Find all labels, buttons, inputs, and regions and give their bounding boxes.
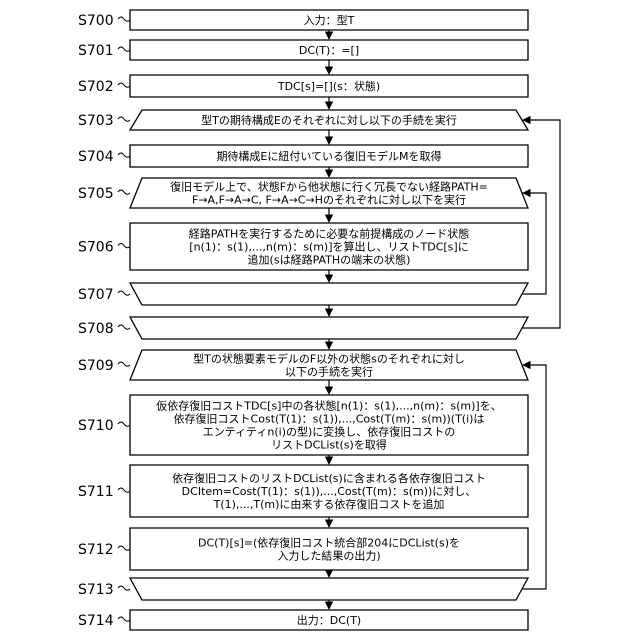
- step-id-label: S711: [78, 484, 114, 500]
- step-text-line: DC(T)[s]=(依存復旧コスト統合部204にDCList(s)を: [198, 536, 460, 550]
- step-s707: S707: [78, 283, 528, 305]
- step-text-line: T(1),...,T(m)に由来する依存復旧コストを追加: [213, 497, 445, 511]
- step-id-label: S704: [78, 149, 114, 165]
- step-text-line: リストDCList(s)を取得: [271, 439, 387, 452]
- step-s706: S706 経路PATHを実行するために必要な前提構成のノード状態[n(1)：s(1…: [78, 223, 528, 270]
- label-leader-line: [118, 47, 130, 51]
- label-leader-line: [118, 244, 130, 248]
- step-id-label: S710: [78, 418, 114, 434]
- step-text-line: エンティティn(i)の型)に変換し、依存復旧コストの: [203, 425, 456, 439]
- step-id-label: S700: [78, 13, 114, 29]
- step-s700: S700 入力：型T: [78, 10, 528, 30]
- step-s702: S702 TDC[s]=[](s：状態): [78, 75, 528, 97]
- step-id-label: S703: [78, 113, 114, 129]
- step-id-label: S714: [78, 613, 114, 629]
- label-leader-line: [118, 617, 130, 621]
- step-text-line: 仮依存復旧コストTDC[s]中の各状態[n(1)：s(1),...,n(m)：s…: [156, 399, 501, 413]
- label-leader-line: [118, 17, 130, 21]
- step-id-label: S702: [78, 79, 114, 95]
- step-text-line: [n(1)：s(1),...,n(m)：s(m)]を算出し、リストTDC[s]に: [189, 240, 468, 254]
- step-text-line: 依存復旧コストCost(T(1)：s(1)),...,Cost(T(m)：s(m…: [174, 412, 485, 426]
- step-box-loop-end: [130, 578, 528, 600]
- label-leader-line: [118, 153, 130, 157]
- step-text-line: 復旧モデル上で、状態Fから他状態に行く冗長でない経路PATH=: [170, 180, 488, 194]
- step-text-line: DCItem=Cost(T(1)：s(1)),...,Cost(T(m)：s(m…: [182, 484, 477, 498]
- step-text-line: TDC[s]=[](s：状態): [277, 79, 380, 93]
- step-s709: S709 型Tの状態要素モデルのF以外の状態sのそれぞれに対し以下の手続を実行: [78, 350, 528, 380]
- step-id-label: S713: [78, 582, 114, 598]
- label-leader-line: [118, 422, 130, 426]
- step-id-label: S708: [78, 321, 114, 337]
- step-s712: S712 DC(T)[s]=(依存復旧コスト統合部204にDCList(s)を入力…: [78, 528, 528, 570]
- step-id-label: S705: [78, 186, 114, 202]
- step-id-label: S712: [78, 542, 114, 558]
- step-text-line: 入力した結果の出力): [277, 549, 380, 563]
- step-text-line: 入力：型T: [304, 13, 355, 27]
- label-leader-line: [118, 291, 130, 295]
- label-leader-line: [118, 190, 130, 194]
- step-text-line: 以下の手続を実行: [285, 365, 373, 379]
- step-text-line: F→A,F→A→C, F→A→C→Hのそれぞれに対し以下を実行: [192, 193, 466, 207]
- step-s708: S708: [78, 317, 528, 339]
- step-layer: S700 入力：型T S701 DC(T)：=[] S702 TDC[s]=[](s：状態…: [78, 10, 528, 630]
- step-s714: S714 出力：DC(T): [78, 610, 528, 630]
- label-leader-line: [118, 488, 130, 492]
- step-id-label: S701: [78, 43, 114, 59]
- step-text-line: 期待構成Eに紐付いている復旧モデルMを取得: [216, 149, 441, 163]
- step-s703: S703 型Tの期待構成Eのそれぞれに対し以下の手続を実行: [78, 110, 528, 130]
- label-leader-line: [118, 362, 130, 366]
- label-leader-line: [118, 586, 130, 590]
- label-leader-line: [118, 117, 130, 121]
- step-text-line: 型Tの状態要素モデルのF以外の状態sのそれぞれに対し: [193, 352, 465, 366]
- step-s701: S701 DC(T)：=[]: [78, 40, 528, 60]
- step-text-line: DC(T)：=[]: [299, 44, 359, 57]
- step-text-line: 依存復旧コストのリストDCList(s)に含まれる各依存復旧コスト: [172, 471, 486, 485]
- step-text-line: 型Tの期待構成Eのそれぞれに対し以下の手続を実行: [201, 113, 457, 127]
- step-s704: S704 期待構成Eに紐付いている復旧モデルMを取得: [78, 145, 528, 167]
- step-id-label: S707: [78, 287, 114, 303]
- step-text-line: 経路PATHを実行するために必要な前提構成のノード状態: [189, 227, 470, 241]
- step-box-loop-end: [130, 317, 528, 339]
- step-id-label: S706: [78, 240, 114, 256]
- step-text-line: 追加(sは経路PATHの端末の状態): [248, 253, 411, 267]
- step-s711: S711 依存復旧コストのリストDCList(s)に含まれる各依存復旧コストDCI…: [78, 465, 528, 517]
- label-leader-line: [118, 546, 130, 550]
- step-box-loop-end: [130, 283, 528, 305]
- step-text-line: 出力：DC(T): [297, 613, 361, 627]
- step-id-label: S709: [78, 358, 114, 374]
- label-leader-line: [118, 83, 130, 87]
- step-s713: S713: [78, 578, 528, 600]
- step-s710: S710 仮依存復旧コストTDC[s]中の各状態[n(1)：s(1),...,n(…: [78, 395, 528, 455]
- step-s705: S705 復旧モデル上で、状態Fから他状態に行く冗長でない経路PATH=F→A,F…: [78, 178, 528, 208]
- label-leader-line: [118, 325, 130, 329]
